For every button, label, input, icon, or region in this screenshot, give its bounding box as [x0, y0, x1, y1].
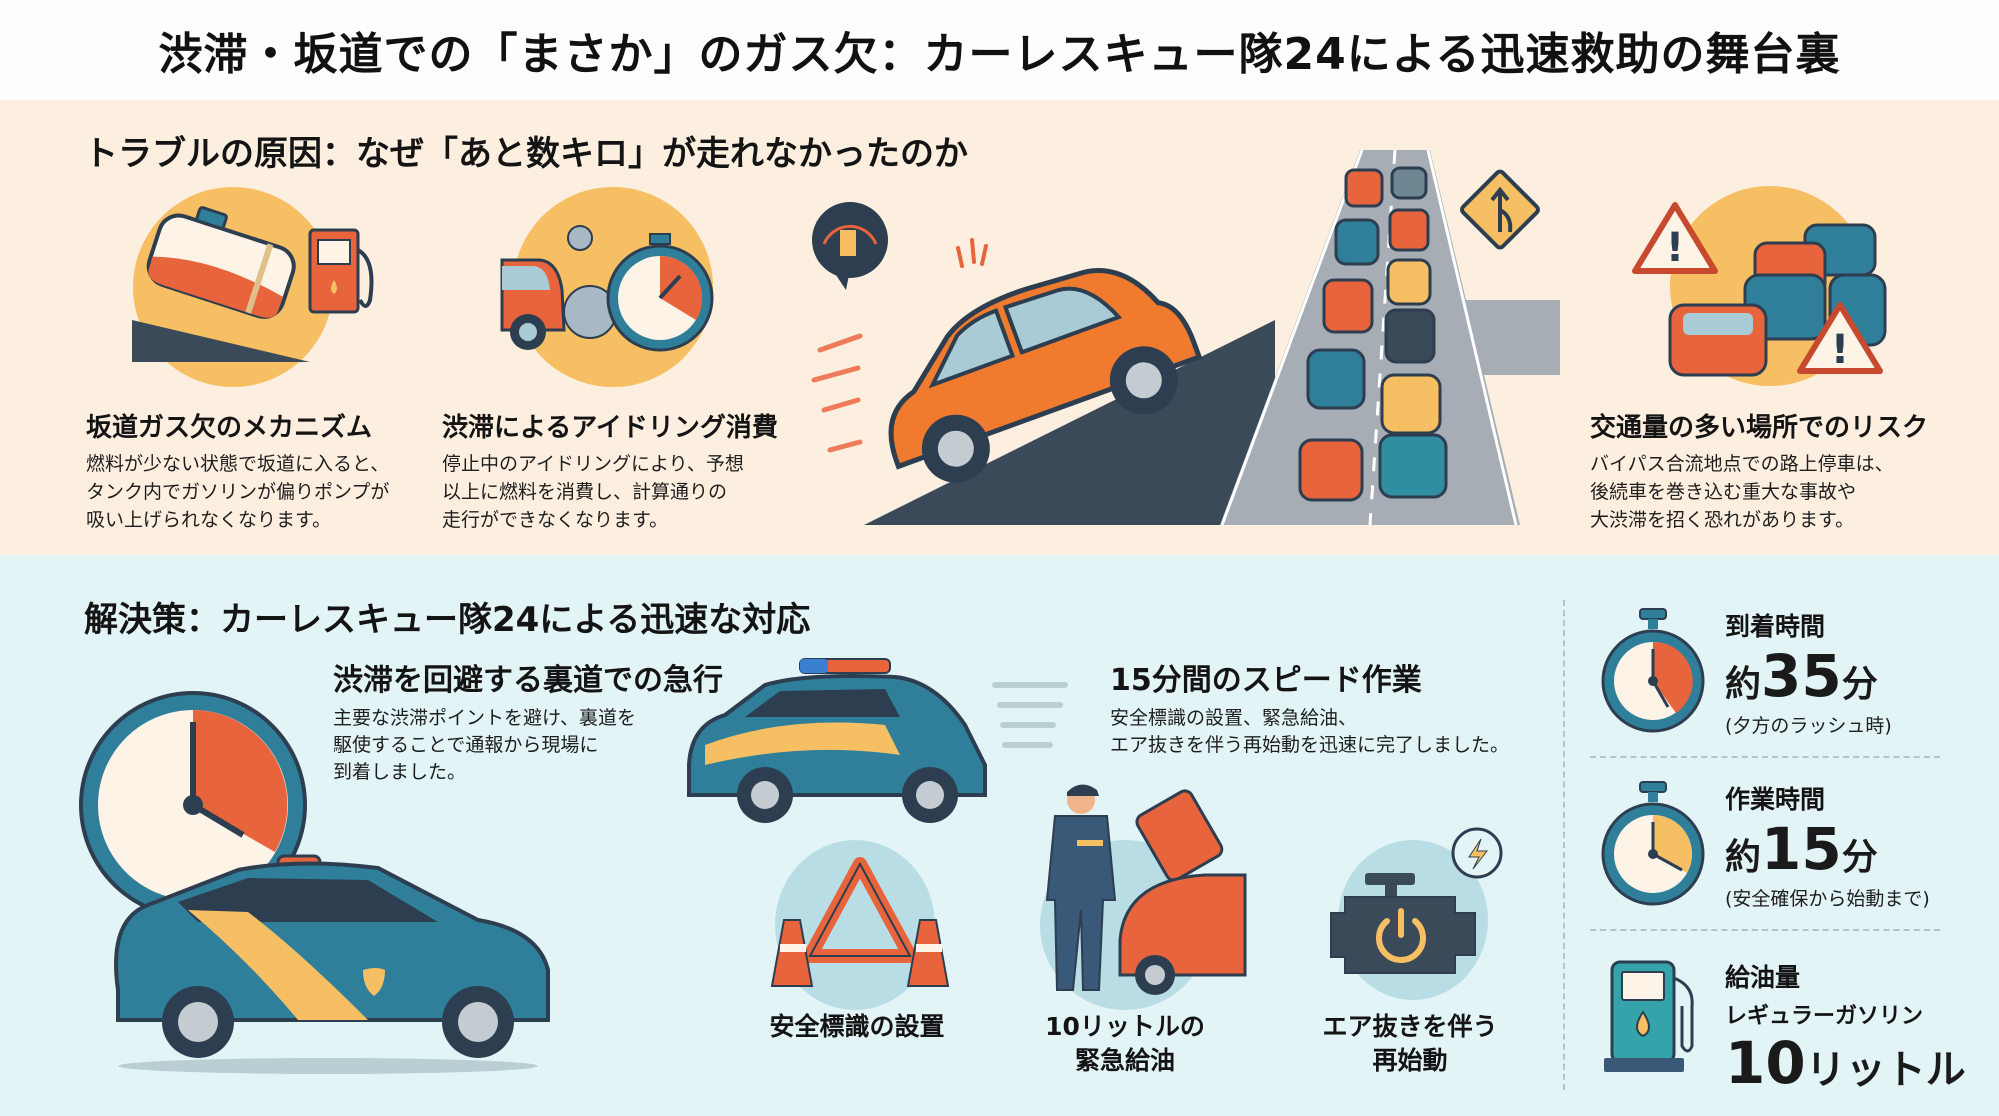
- traffic-cars: [1298, 166, 1448, 502]
- cause-item-1: 坂道ガス欠のメカニズム 燃料が少ない状態で坂道に入ると、 タンク内でガソリンが偏…: [86, 407, 389, 534]
- speed-work-block: 15分間のスピード作業 安全標識の設置、緊急給油、 エア抜きを伴う再始動を迅速に…: [1110, 655, 1509, 759]
- solution-heading: 解決策：カーレスキュー隊24による迅速な対応: [84, 600, 811, 640]
- stopwatch-yellow-icon: [1601, 781, 1705, 906]
- speed-work-text: 安全標識の設置、緊急給油、 エア抜きを伴う再始動を迅速に完了しました。: [1110, 707, 1510, 756]
- title-bar: 渋滞・坂道での「まさか」のガス欠：カーレスキュー隊24による迅速救助の舞台裏: [0, 0, 1999, 100]
- stat-2-note: (安全確保から始動まで): [1725, 888, 1930, 910]
- refueling-staff-icon: [1045, 784, 1247, 995]
- stat-3-unit: リットル: [1805, 1047, 1966, 1093]
- stat-2-prefix: 約: [1725, 837, 1762, 878]
- tilted-fuel-tank-icon: [132, 206, 374, 362]
- car-on-slope-illustration: [811, 202, 1275, 525]
- route-text: 主要な渋滞ポイントを避け、裏道を 駆使することで通報から現場に 到着しました。: [333, 707, 637, 783]
- stat-1-value: 35: [1761, 642, 1842, 710]
- stat-2-label: 作業時間: [1725, 785, 1826, 814]
- step-2-label: 10リットルの 緊急給油: [1045, 1012, 1205, 1075]
- causes-heading: トラブルの原因：なぜ「あと数キロ」が走れなかったのか: [84, 134, 968, 174]
- route-title: 渋滞を回避する裏道での急行: [333, 663, 723, 698]
- idling-stopwatch-icon: [500, 225, 714, 352]
- stat-3-sub-label: レギュラーガソリン: [1725, 1004, 1924, 1029]
- stats-divider-2: [1590, 929, 1940, 931]
- traffic-warning-icon: ! !: [1632, 202, 1887, 377]
- stat-work-time: 作業時間 約 15 分 (安全確保から始動まで): [1725, 780, 1930, 911]
- stat-2-value-row: 約 15 分: [1725, 820, 1930, 880]
- cause-3-text: バイパス合流地点での路上停車は、 後続車を巻き込む重大な事故や 大渋滞を招く恐れ…: [1590, 453, 1894, 531]
- stat-3-label: 給油量: [1725, 963, 1801, 992]
- engine-restart-icon: [1330, 827, 1503, 974]
- svg-text:!: !: [1666, 225, 1684, 271]
- warning-triangle-cones-icon: [770, 857, 950, 987]
- stats-divider-1: [1590, 756, 1940, 758]
- clock-rescue-car-illustration: [79, 691, 550, 1074]
- stopwatch-red-icon: [1601, 608, 1705, 733]
- stat-1-label: 到着時間: [1725, 612, 1826, 641]
- cause-1-text: 燃料が少ない状態で坂道に入ると、 タンク内でガソリンが偏りポンプが 吸い上げられ…: [86, 453, 390, 531]
- step-3-label: エア抜きを伴う 再始動: [1322, 1012, 1498, 1075]
- stat-2-value: 15: [1761, 815, 1842, 883]
- cause-2-title: 渋滞によるアイドリング消費: [442, 413, 778, 443]
- step-1-label: 安全標識の設置: [769, 1012, 945, 1041]
- route-block: 渋滞を回避する裏道での急行 主要な渋滞ポイントを避け、裏道を 駆使することで通報…: [333, 655, 723, 786]
- cause-3-title: 交通量の多い場所でのリスク: [1590, 413, 1929, 443]
- speed-work-title: 15分間のスピード作業: [1110, 663, 1422, 698]
- page-title: 渋滞・坂道での「まさか」のガス欠：カーレスキュー隊24による迅速救助の舞台裏: [158, 29, 1841, 80]
- stat-1-prefix: 約: [1725, 664, 1762, 705]
- svg-text:!: !: [1831, 327, 1849, 373]
- stat-1-note: (夕方のラッシュ時): [1725, 715, 1892, 737]
- cause-2-text: 停止中のアイドリングにより、予想 以上に燃料を消費し、計算通りの 走行ができなく…: [442, 453, 744, 531]
- stat-arrival-time: 到着時間 約 35 分 (夕方のラッシュ時): [1725, 607, 1892, 738]
- traffic-jam-road-illustration: [1220, 149, 1560, 526]
- stat-2-unit: 分: [1841, 837, 1878, 878]
- moving-rescue-car-illustration: [687, 658, 1068, 823]
- cause-item-3: 交通量の多い場所でのリスク バイパス合流地点での路上停車は、 後続車を巻き込む重…: [1590, 407, 1928, 534]
- stat-3-value-row: 10 リットル: [1725, 1034, 1966, 1095]
- stats-divider-vertical: [1563, 600, 1565, 1090]
- stat-3-value: 10: [1725, 1029, 1806, 1097]
- stat-1-value-row: 約 35 分: [1725, 647, 1892, 707]
- cause-1-title: 坂道ガス欠のメカニズム: [86, 413, 373, 443]
- fuel-pump-icon: [1604, 960, 1694, 1072]
- stat-1-unit: 分: [1841, 664, 1878, 705]
- cause-item-2: 渋滞によるアイドリング消費 停止中のアイドリングにより、予想 以上に燃料を消費し…: [442, 407, 778, 534]
- stat-fuel-amount: 給油量 レギュラーガソリン 10 リットル: [1725, 958, 1966, 1095]
